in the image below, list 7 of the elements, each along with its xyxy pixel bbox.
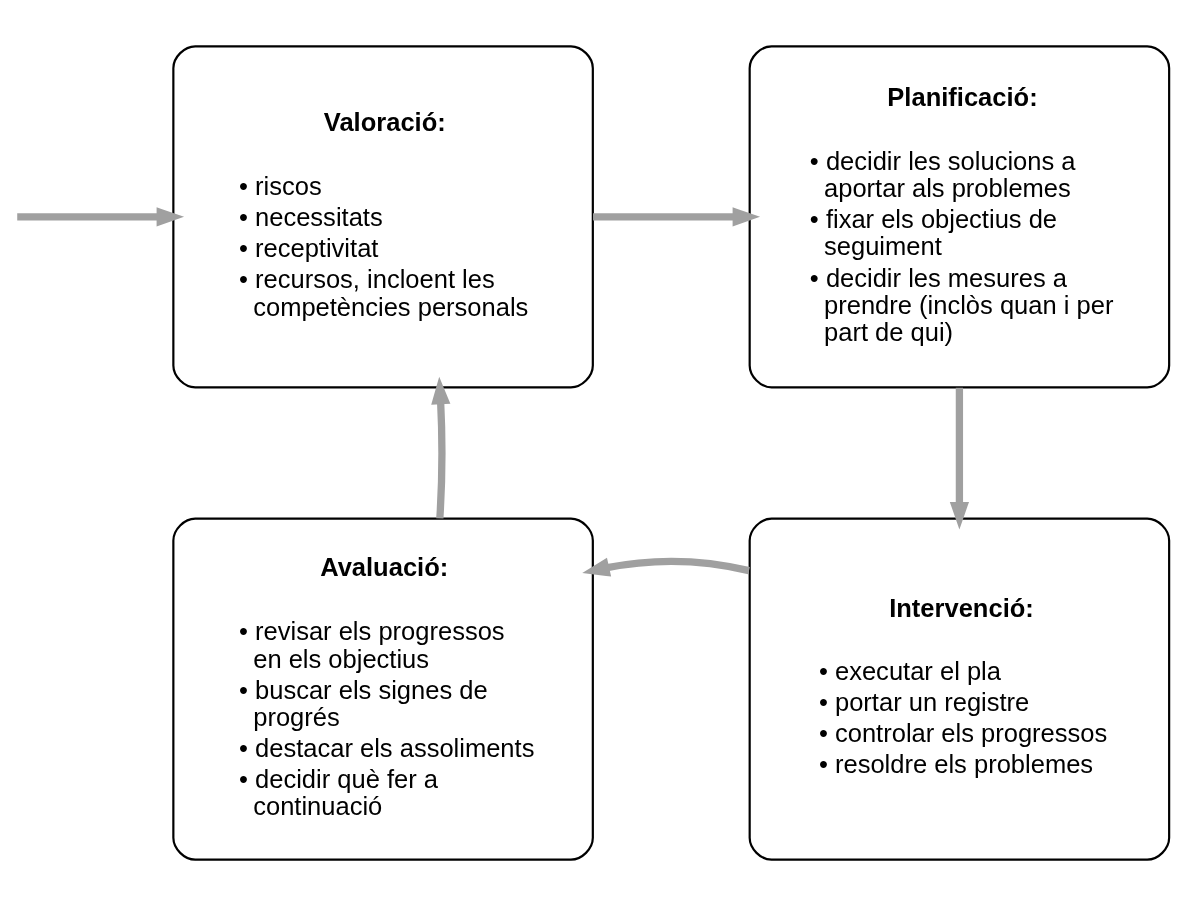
node-box: Intervenció: • executar el pla • portar un registre • controlar els progressos • resoldre els problemes <box>748 517 1171 861</box>
arrow <box>582 557 750 577</box>
node-box: Avaluació: • revisar els progressos en els objectius • buscar els signes de progrés • destacar els assoliments • decidir què fer a continuació <box>172 517 594 861</box>
node-box: Valoració: • riscos • necessitats • receptivitat • recursos, incloent les competències personals <box>172 45 594 389</box>
arrow <box>949 387 970 530</box>
arrow <box>431 376 451 519</box>
node-box: Planificació: • decidir les solucions a aportar als problemes • fixar els objectius de seguiment • decidir les mesures a prendre (inclòs quan i per part de qui) <box>748 45 1171 389</box>
